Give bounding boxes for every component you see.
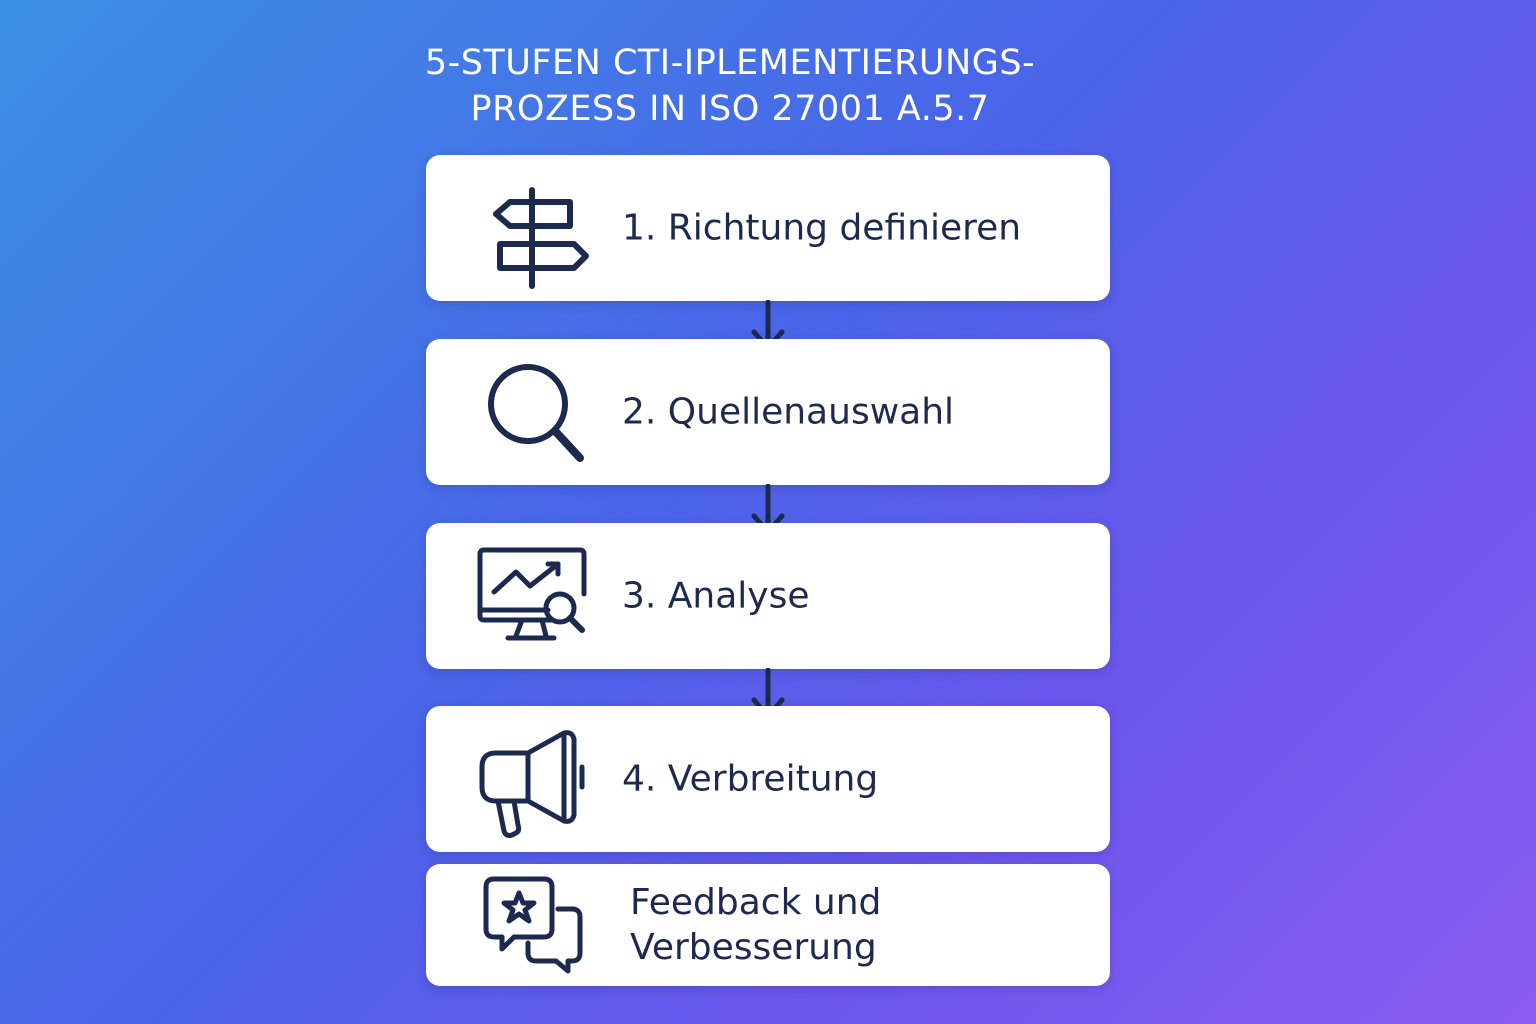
step-label-5: Feedback und Verbesserung	[630, 882, 882, 968]
step-label-1: 1. Richtung definieren	[622, 207, 1022, 249]
title-line-2: PROZESS IN ISO 27001 A.5.7	[470, 89, 990, 129]
title-line-1: 5-STUFEN CTI-IPLEMENTIERUNGS-	[424, 43, 1036, 83]
step-card-1: 1. Richtung definieren	[426, 155, 1110, 301]
signpost-icon	[472, 166, 596, 290]
chat-star-icon	[472, 863, 596, 987]
step-card-3: 3. Analyse	[426, 523, 1110, 669]
step-label-3: 3. Analyse	[622, 575, 810, 617]
step-card-5: Feedback und Verbesserung	[426, 864, 1110, 986]
step-label-4: 4. Verbreitung	[622, 758, 879, 800]
step-card-4: 4. Verbreitung	[426, 706, 1110, 852]
monitor-chart-search-icon	[472, 534, 596, 658]
megaphone-icon	[472, 717, 596, 841]
diagram-title: 5-STUFEN CTI-IPLEMENTIERUNGS- PROZESS IN…	[330, 40, 1130, 132]
magnifier-icon	[472, 350, 596, 474]
step-card-2: 2. Quellenauswahl	[426, 339, 1110, 485]
step-label-2: 2. Quellenauswahl	[622, 391, 955, 433]
